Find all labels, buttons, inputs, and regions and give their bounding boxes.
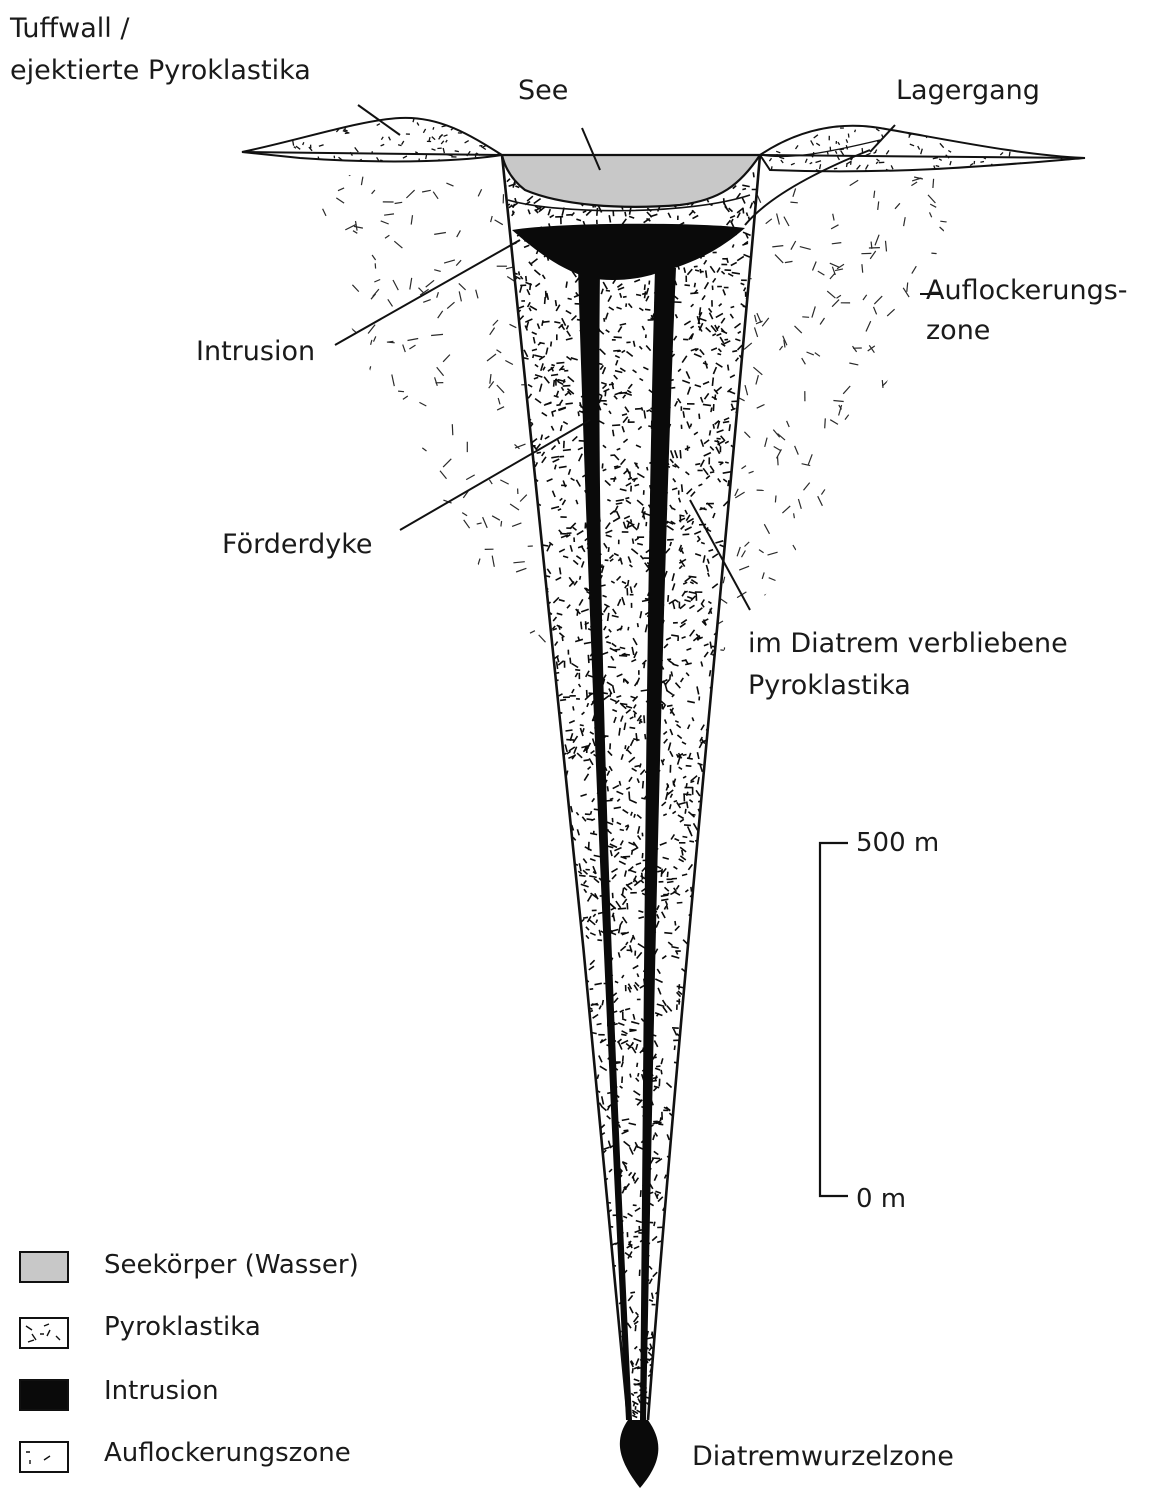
label-diatremwurzelzone: Diatremwurzelzone [692, 1438, 954, 1476]
legend-swatches [20, 1252, 68, 1472]
tuffwall-right [760, 119, 1085, 180]
label-tuffwall-line2: ejektierte Pyroklastika [10, 52, 311, 90]
legend-label-water: Seekörper (Wasser) [104, 1246, 359, 1284]
legend-label-pyro: Pyroklastika [104, 1308, 261, 1346]
label-auflockerungszone: Auflockerungs- [926, 272, 1128, 310]
diatremwurzelzone-shape [620, 1420, 659, 1488]
legend-swatch-intrusion [20, 1380, 68, 1410]
legend-swatch-water [20, 1252, 68, 1282]
label-foerderdyke: Förderdyke [222, 526, 373, 564]
label-lagergang: Lagergang [896, 72, 1040, 110]
scale-bar [820, 843, 848, 1196]
label-verbliebene: im Diatrem verbliebene [748, 625, 1068, 663]
diatreme-body [494, 148, 769, 1424]
leader-intrusion [335, 240, 520, 345]
label-auflockerungszone-line2: zone [926, 312, 990, 350]
tuffwall-left [240, 116, 503, 167]
legend-swatch-zone [20, 1442, 68, 1472]
label-verbliebene-line2: Pyroklastika [748, 667, 911, 705]
legend-label-intrusion: Intrusion [104, 1372, 219, 1410]
legend-swatch-pyro [20, 1318, 68, 1348]
scale-label-top: 500 m [856, 824, 939, 862]
legend-label-zone: Auflockerungszone [104, 1434, 351, 1472]
scale-label-bottom: 0 m [856, 1180, 906, 1218]
label-see: See [518, 72, 568, 110]
label-intrusion: Intrusion [196, 333, 315, 371]
label-tuffwall: Tuffwall / [10, 10, 129, 48]
